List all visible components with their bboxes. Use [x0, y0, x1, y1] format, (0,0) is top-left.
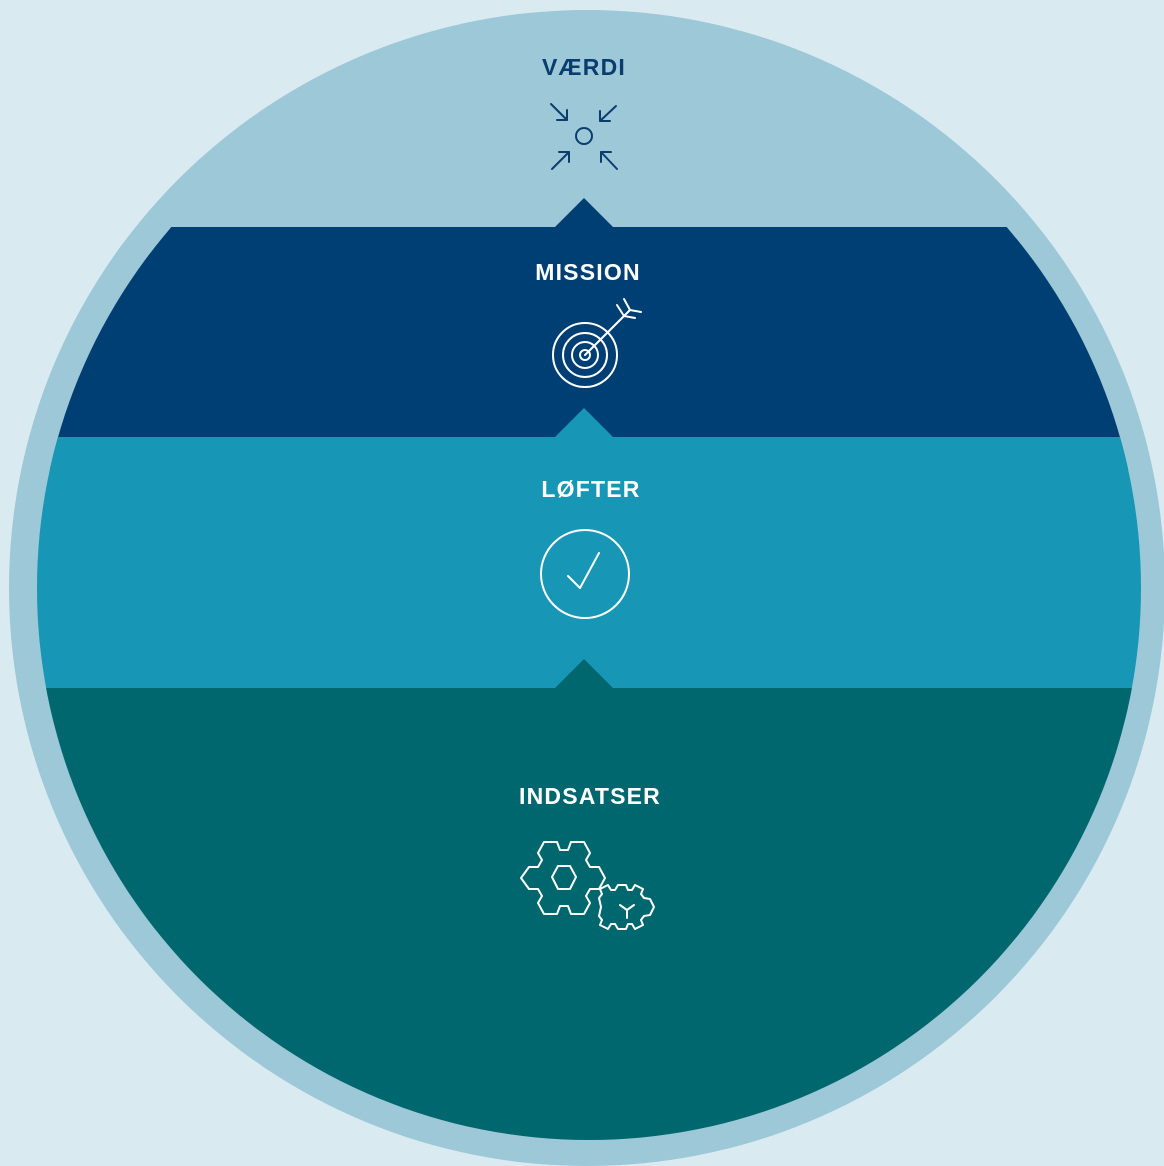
gears-icon	[520, 841, 655, 930]
check-circle-icon	[540, 529, 630, 619]
converge-arrows-icon	[550, 103, 618, 170]
band-lofter	[37, 408, 1141, 720]
label-lofter: LØFTER	[541, 476, 640, 502]
target-arrow-icon	[552, 298, 642, 388]
band-indsatser	[37, 659, 1141, 1140]
label-indsatser: INDSATSER	[519, 783, 661, 809]
label-mission: MISSION	[535, 259, 641, 285]
label-vaerdi: VÆRDI	[542, 54, 626, 80]
